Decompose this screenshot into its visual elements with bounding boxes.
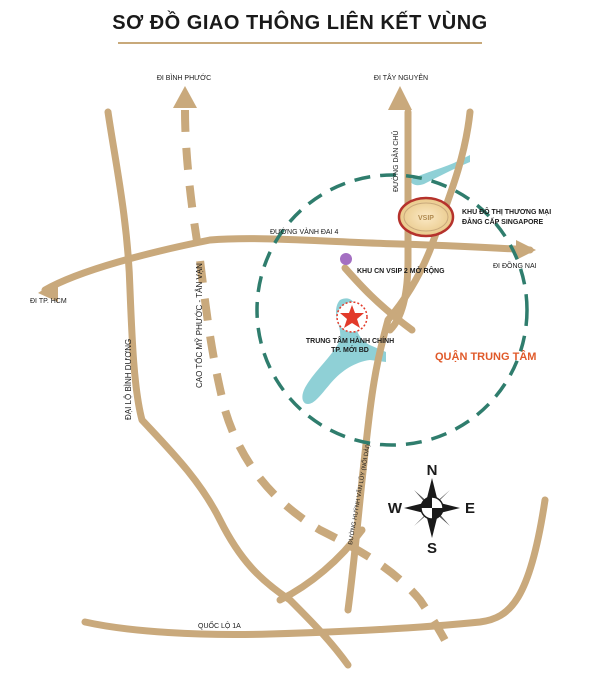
label-ql1a: QUỐC LỘ 1A	[198, 620, 241, 630]
road-lower-link	[276, 526, 366, 604]
urban-area-logo: VSIP	[397, 196, 455, 238]
label-binh-phuoc: ĐI BÌNH PHƯỚC	[157, 73, 211, 82]
title-underline	[118, 42, 482, 44]
compass-e: E	[465, 500, 475, 517]
road-ql1a	[81, 496, 549, 638]
label-urban-1: KHU ĐÔ THỊ THƯƠNG MẠI	[462, 207, 551, 216]
road-ring-4	[41, 235, 534, 294]
label-admin-2: TP. MỚI BD	[331, 345, 369, 354]
label-binh-duong-blvd: ĐẠI LỘ BÌNH DƯƠNG	[124, 339, 133, 420]
compass-rose: N S W E	[388, 462, 475, 557]
stream	[410, 155, 470, 186]
label-tay-nguyen: ĐI TÂY NGUYÊN	[374, 73, 428, 82]
admin-center-star	[340, 305, 364, 328]
label-tp-hcm: ĐI TP. HCM	[30, 298, 67, 305]
label-expressway: CAO TỐC MỸ PHƯỚC - TÂN VẠN	[194, 263, 204, 388]
compass-n: N	[427, 462, 438, 479]
arrow-tay-nguyen	[388, 86, 412, 110]
arrow-binh-phuoc	[173, 86, 197, 108]
compass-w: W	[388, 500, 403, 517]
road-expressway-dashed	[181, 109, 454, 652]
vsip2-marker	[340, 253, 352, 265]
river	[302, 298, 386, 404]
arrow-dong-nai	[516, 240, 536, 260]
road-connector	[341, 264, 416, 334]
label-dong-nai: ĐI ĐỒNG NAI	[493, 260, 537, 270]
label-dan-chu: ĐƯỜNG DÂN CHỦ	[391, 131, 400, 192]
central-district-ring	[255, 173, 529, 447]
label-vsip2: KHU CN VSIP 2 MỞ RỘNG	[357, 266, 445, 275]
map-title: SƠ ĐỒ GIAO THÔNG LIÊN KẾT VÙNG	[112, 12, 488, 34]
label-urban-2: ĐẲNG CẤP SINGAPORE	[462, 216, 543, 226]
label-admin-1: TRUNG TÂM HÀNH CHÍNH	[306, 336, 394, 345]
arrow-tp-hcm	[38, 280, 58, 302]
logo-text: VSIP	[418, 215, 434, 222]
road-binh-duong-blvd	[104, 108, 352, 669]
compass-s: S	[427, 540, 437, 557]
label-central-district: QUẬN TRUNG TÂM	[435, 350, 536, 363]
road-dan-chu	[386, 108, 412, 334]
label-vanh-dai-4: ĐƯỜNG VÀNH ĐAI 4	[270, 227, 338, 236]
